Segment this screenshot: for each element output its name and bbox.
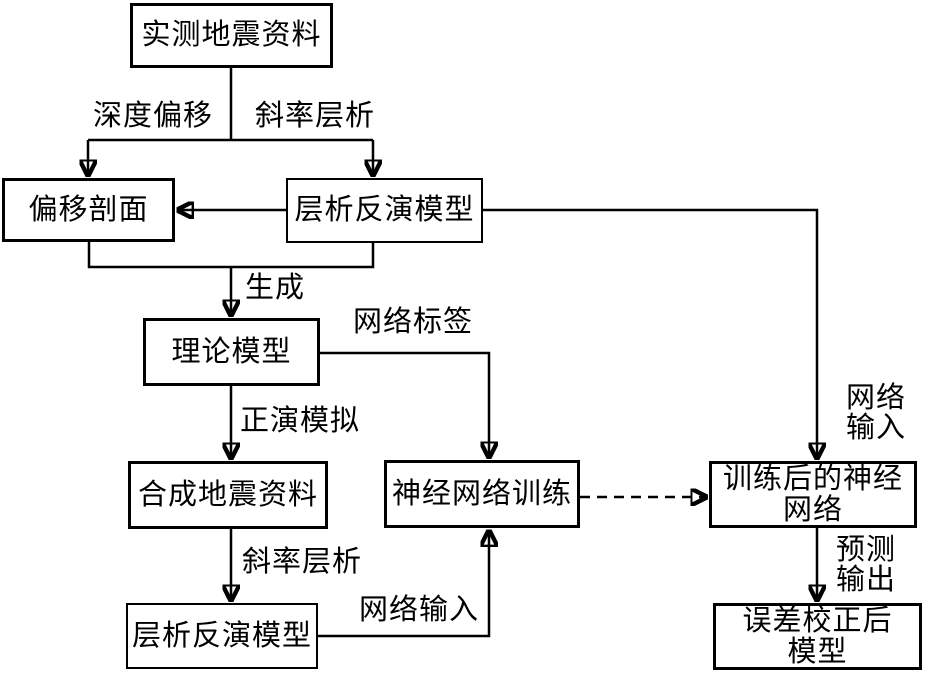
node-theoretical-model: 理论模型 [143,318,320,386]
edge-label-slope-tomography-top: 斜率层析 [254,100,375,132]
edge-network-input-right-arrow [483,208,817,458]
edge-label-generate: 生成 [244,272,305,304]
node-tomographic-inversion-model-top: 层析反演模型 [286,178,483,243]
node-neural-network-training: 神经网络训练 [384,460,580,528]
node-synthetic-seismic-data: 合成地震资料 [128,461,328,529]
edge-label-forward-modeling: 正演模拟 [239,405,360,437]
node-trained-neural-network: 训练后的神经 网络 [709,461,917,528]
edge-network-input-bottom-arrow [318,531,489,638]
node-measured-seismic-data: 实测地震资料 [130,3,333,68]
edge-label-network-label: 网络标签 [352,306,473,338]
edge-merge [87,242,375,269]
edge-label-network-input-right: 网络 输入 [845,382,906,444]
node-tomographic-inversion-model-bottom: 层析反演模型 [126,603,318,669]
edge-label-network-input-bottom: 网络输入 [358,594,479,626]
node-migration-profile: 偏移剖面 [2,178,175,242]
edge-label-depth-migration: 深度偏移 [92,100,213,132]
edge-trunk [88,67,373,142]
node-error-corrected-model: 误差校正后 模型 [713,603,922,670]
edge-label-prediction-output: 预测 输出 [835,534,896,596]
edge-network-label-arrow [320,351,489,457]
edge-label-slope-tomography-bottom: 斜率层析 [241,546,362,578]
